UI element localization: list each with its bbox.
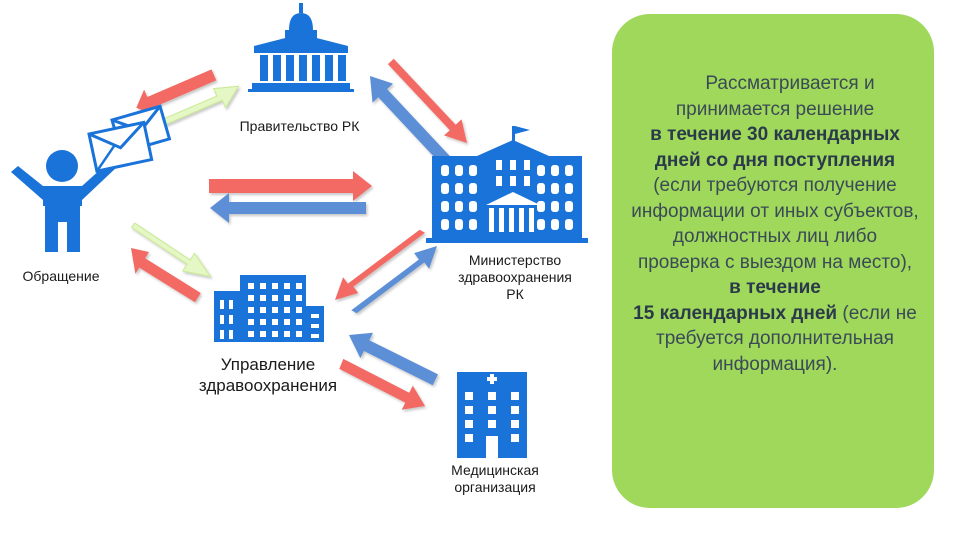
info-part1: Рассматривается и принимается решение — [675, 73, 875, 120]
department-label: Управление здравоохранения — [178, 354, 358, 396]
citizen-label: Обращение — [22, 268, 100, 284]
arrow-department-to-citizen — [131, 248, 201, 303]
arrow-ministry-to-department — [335, 229, 425, 300]
ministry-label-line2: здравоохранения — [458, 268, 572, 285]
ministry-label-line1: Министерство — [468, 252, 562, 268]
medical-org-label-line1: Медицинская — [451, 462, 539, 478]
department-building-icon — [214, 275, 324, 342]
hospital-building-icon — [457, 372, 527, 458]
ministry-label-line3: РК — [506, 285, 524, 302]
info-box: Рассматривается и принимается решение в … — [612, 14, 934, 508]
info-deadline-30-days: в течение 30 календарных дней со дня пос… — [650, 124, 900, 171]
arrow-government-to-citizen — [136, 69, 217, 116]
info-part2: (если требуются получение информации от … — [631, 175, 919, 273]
arrow-citizen-to-department — [130, 222, 212, 278]
envelope-icon — [87, 104, 172, 173]
arrow-government-to-ministry — [387, 58, 467, 144]
medical-org-label: Медицинская организация — [420, 462, 570, 496]
medical-org-label-line2: организация — [454, 478, 536, 495]
info-deadline-15-days: 15 календарных дней — [633, 302, 838, 324]
government-building-icon — [248, 3, 354, 92]
arrow-medical-to-department — [349, 332, 438, 386]
info-deadline-15-label: в течение — [729, 277, 821, 298]
arrow-ministry-to-citizen — [210, 193, 366, 223]
ministry-building-icon — [426, 126, 588, 243]
ministry-label: Министерство здравоохранения РК — [430, 252, 600, 302]
arrow-ministry-to-government — [370, 76, 451, 165]
department-label-line1: Управление — [220, 355, 316, 374]
arrow-department-to-ministry — [351, 246, 437, 314]
arrow-citizen-to-government — [156, 85, 240, 127]
government-label: Правительство РК — [239, 118, 360, 134]
info-text: Рассматривается и принимается решение в … — [630, 71, 920, 377]
arrow-citizen-to-ministry — [209, 171, 372, 201]
info-part3: (если не требуется дополнительная информ… — [656, 302, 917, 375]
arrow-department-to-medical — [339, 358, 425, 410]
citizen-person-icon — [11, 150, 118, 252]
department-label-line2: здравоохранения — [198, 376, 338, 395]
